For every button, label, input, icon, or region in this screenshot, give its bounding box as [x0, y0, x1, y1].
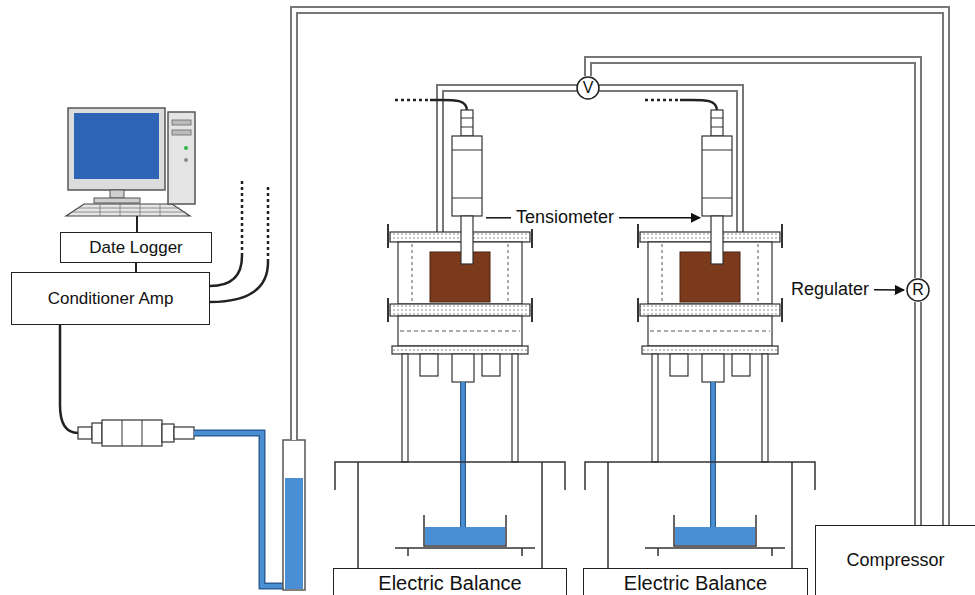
circle-outline: [577, 77, 599, 99]
pressure-transducer: [78, 420, 194, 446]
part-label: Regulater: [790, 279, 870, 301]
water: [285, 478, 303, 589]
part-label: Tensiometer: [515, 207, 615, 229]
air-tube: [914, 302, 922, 525]
water-tube: [194, 433, 286, 586]
device-box: Date Logger: [60, 232, 212, 263]
balance-box: Electric Balance: [583, 568, 808, 595]
test-cell: [585, 100, 815, 568]
node-text: Compressor: [846, 550, 944, 571]
signal-wire: [135, 263, 137, 272]
air-tube: [588, 60, 918, 278]
computer: [66, 108, 195, 232]
signal-cable: [60, 325, 78, 433]
leader-line: [486, 217, 511, 219]
node-text: Electric Balance: [378, 572, 521, 595]
balance-box: Electric Balance: [333, 568, 567, 595]
circle-outline: [907, 279, 929, 301]
air-tube: [294, 10, 946, 525]
node-text: Date Logger: [89, 238, 183, 258]
node-text: V: [583, 79, 594, 97]
device-box: Conditioner Amp: [11, 272, 210, 325]
compressor-box: Compressor: [815, 525, 975, 595]
standpipe: [283, 440, 305, 590]
node-text: R: [912, 281, 924, 299]
valve-symbol: V: [576, 76, 600, 100]
tube-bore: [588, 60, 918, 278]
regulator-symbol: R: [906, 278, 930, 302]
leader-line: [874, 289, 904, 291]
test-cell: [335, 100, 565, 568]
leader-line: [619, 217, 700, 219]
node-text: Electric Balance: [624, 572, 767, 595]
tube-bore: [916, 302, 920, 525]
node-text: Conditioner Amp: [48, 289, 174, 309]
